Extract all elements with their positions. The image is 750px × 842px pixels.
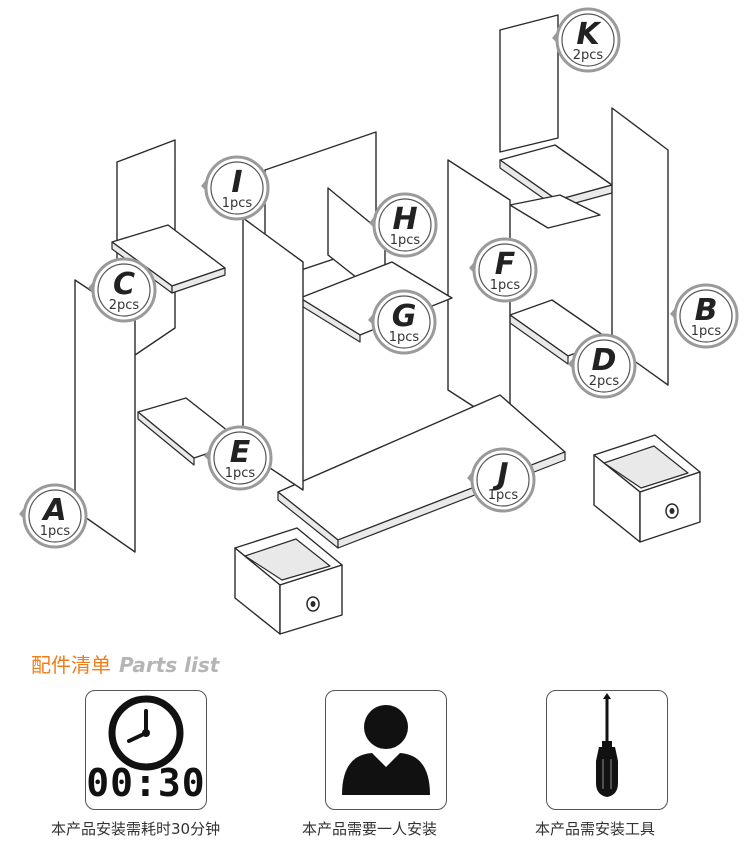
shelf-k-lower <box>509 194 601 229</box>
part-letter: E <box>230 435 251 470</box>
person-icon <box>342 705 430 795</box>
parts-list-title: 配件清单 Parts list <box>31 649 219 678</box>
panel-k-upper <box>499 14 559 153</box>
part-letter: F <box>495 247 516 282</box>
panel-e-tall <box>242 217 304 491</box>
part-quantity: 1pcs <box>488 488 519 503</box>
part-letter: I <box>231 165 242 200</box>
part-letter: B <box>695 293 718 328</box>
install-time-box: 00:30 <box>85 690 207 810</box>
drawer-right <box>593 434 701 543</box>
screwdriver-icon <box>596 693 618 797</box>
part-quantity: 2pcs <box>573 48 604 63</box>
install-tool-caption: 本产品需安装工具 <box>535 820 656 838</box>
part-quantity: 1pcs <box>390 233 421 248</box>
part-letter: A <box>41 493 66 528</box>
part-quantity: 1pcs <box>225 466 256 481</box>
install-people-box <box>325 690 447 810</box>
parts-list-title-cn: 配件清单 <box>31 653 111 677</box>
install-time-caption: 本产品安装需耗时30分钟 <box>51 820 221 838</box>
part-letter: G <box>392 299 417 334</box>
part-letter: C <box>113 267 135 302</box>
part-quantity: 1pcs <box>389 330 420 345</box>
part-letter: D <box>592 343 617 378</box>
part-quantity: 1pcs <box>490 278 521 293</box>
part-letter: K <box>576 17 602 52</box>
part-quantity: 1pcs <box>40 524 71 539</box>
install-tool-box <box>546 690 668 810</box>
part-quantity: 2pcs <box>109 298 140 313</box>
part-quantity: 1pcs <box>222 196 253 211</box>
install-people-caption: 本产品需要一人安装 <box>302 820 438 838</box>
clock-icon <box>108 695 184 771</box>
part-letter: H <box>392 202 417 237</box>
panel-b <box>611 107 669 386</box>
part-quantity: 1pcs <box>691 324 722 339</box>
time-display: 00:30 <box>86 761 206 805</box>
part-quantity: 2pcs <box>589 374 620 389</box>
parts-list-title-en: Parts list <box>119 653 220 677</box>
drawer-left <box>234 527 343 635</box>
part-letter: J <box>492 457 508 492</box>
